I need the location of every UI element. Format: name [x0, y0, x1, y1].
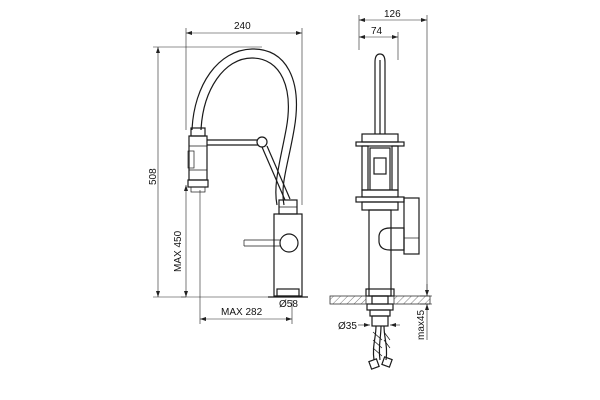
handle-depth-label: 74	[371, 26, 383, 37]
base-diameter-label: Ø58	[279, 299, 298, 310]
width-label: 240	[234, 21, 251, 32]
reach-label: MAX 282	[221, 307, 263, 318]
countertop	[329, 295, 431, 305]
front-body	[365, 197, 420, 297]
hole-diameter-label: Ø35	[338, 321, 357, 332]
mounting-shank	[366, 295, 394, 327]
supply-hoses	[368, 325, 393, 370]
side-view: 240 508 MAX 450 MAX 282	[148, 21, 308, 324]
handle-depth-dimension: 74	[359, 26, 399, 60]
front-hose	[374, 53, 386, 134]
max-height-dimension: MAX 450	[173, 185, 272, 298]
faucet-body	[268, 199, 308, 298]
height-label: 508	[148, 168, 159, 185]
magnetic-arm	[207, 136, 291, 201]
front-spray-assembly	[355, 133, 405, 211]
front-view: 126 74	[329, 9, 432, 370]
thickness-dimension: max45	[416, 284, 432, 340]
handle	[243, 233, 299, 253]
spray-head	[187, 127, 209, 193]
reach-dimension: MAX 282	[199, 190, 293, 324]
max-height-label: MAX 450	[173, 230, 184, 272]
thickness-label: max45	[416, 310, 427, 340]
hose-inner	[200, 57, 289, 206]
front-width-dimension: 126	[358, 9, 428, 290]
height-dimension: 508	[148, 46, 262, 298]
hole-diameter-dimension: Ø35	[338, 321, 400, 332]
width-dimension: 240	[185, 21, 303, 205]
hose-outer	[191, 48, 297, 206]
front-width-label: 126	[384, 9, 401, 20]
